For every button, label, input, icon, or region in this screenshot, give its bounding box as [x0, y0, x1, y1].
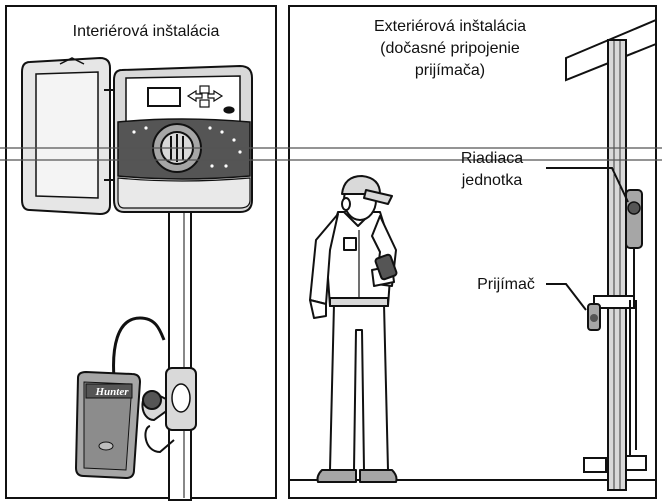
horizontal-guide-lines: [0, 147, 662, 161]
technician-figure: [309, 175, 398, 483]
outdoor-controller-unit: [625, 189, 643, 300]
indoor-mounting-pole: [168, 209, 192, 501]
outdoor-title-line-3: prijímača): [414, 62, 486, 79]
controller-door: [21, 56, 114, 216]
irrigation-controller: [113, 64, 253, 213]
indoor-installation-title: Interiérová inštalácia: [72, 23, 220, 40]
conduit-pipes: [583, 300, 647, 473]
wooden-post: [607, 39, 627, 491]
controller-label-line-2: jednotka: [461, 172, 523, 189]
remote-brand-logo: Hunter: [95, 386, 129, 398]
pole-clamp: [141, 367, 197, 454]
controller-unit-label: Riadiaca jednotka: [440, 148, 544, 192]
indoor-panel-frame: [5, 5, 277, 499]
indoor-installation-panel: [5, 5, 277, 501]
controller-buttons: [186, 85, 235, 114]
receiver-label: Prijímač: [477, 276, 535, 293]
outdoor-installation-title: Exteriérová inštalácia (dočasné pripojen…: [330, 16, 570, 82]
label-leader-lines: [546, 167, 629, 311]
controller-lcd-display: [147, 87, 181, 107]
remote-receiver-cable: [112, 316, 166, 379]
outdoor-installation-panel: [288, 5, 657, 499]
remote-handset: [74, 370, 142, 480]
outdoor-title-line-1: Exteriérová inštalácia: [373, 18, 527, 35]
outdoor-panel-frame: [288, 5, 657, 499]
outdoor-receiver: [587, 295, 635, 331]
controller-label-line-1: Riadiaca: [460, 150, 524, 167]
outdoor-title-line-2: (dočasné pripojenie: [380, 40, 520, 57]
